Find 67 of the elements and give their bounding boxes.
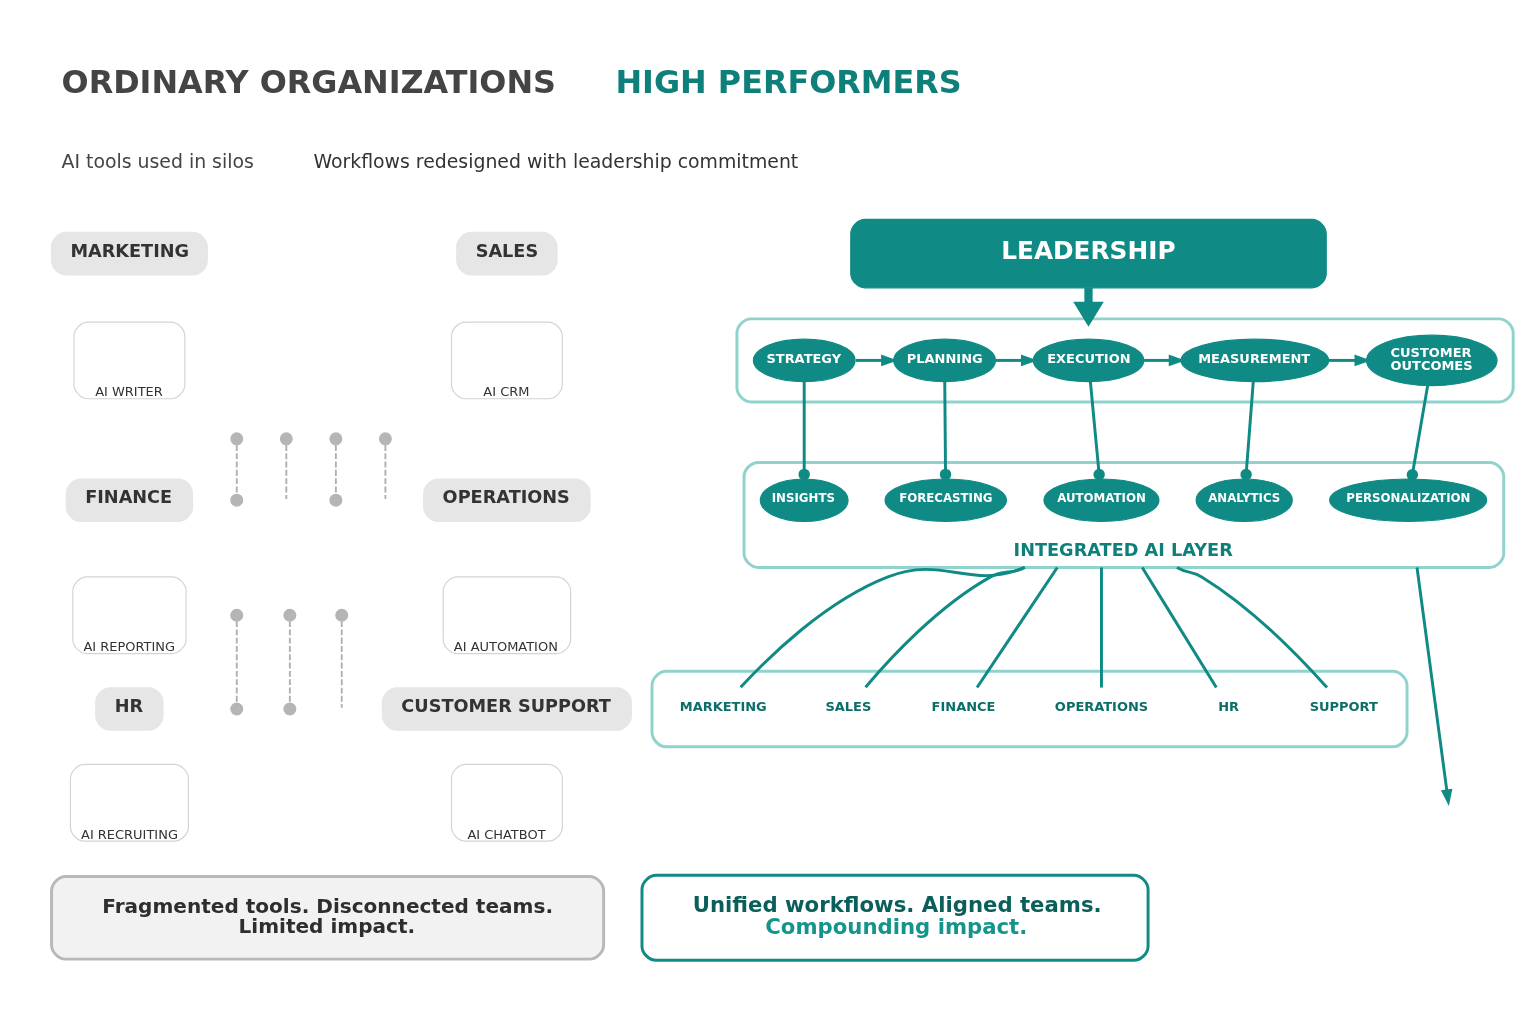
node-circle xyxy=(329,493,343,507)
node-box: HR xyxy=(95,687,164,731)
node-text: SALES xyxy=(825,699,872,715)
connector xyxy=(1406,385,1430,481)
node-circle xyxy=(230,432,244,446)
node-circle xyxy=(230,493,244,507)
cluster xyxy=(650,669,1409,749)
node-box: AI AUTOMATION xyxy=(442,576,572,655)
connector xyxy=(1100,567,1103,688)
node-ellipse: PLANNING xyxy=(893,338,996,383)
node-circle xyxy=(335,608,349,622)
node-box: AI CHATBOT xyxy=(450,763,563,842)
node-ellipse: FORECASTING xyxy=(884,478,1007,523)
connector xyxy=(739,566,1026,689)
connector xyxy=(939,381,952,481)
node-box: AI CRM xyxy=(450,321,563,400)
connector xyxy=(340,620,343,709)
node-text: SUPPORT xyxy=(1309,699,1378,715)
node-ellipse: CUSTOMER OUTCOMES xyxy=(1365,334,1498,387)
node-box: Unified workflows. Aligned teams. Compounding impact. xyxy=(640,873,1150,962)
connector xyxy=(334,444,337,495)
node-circle xyxy=(279,432,293,446)
node-circle xyxy=(230,608,244,622)
label: Workflows redesigned with leadership commitment xyxy=(313,150,799,173)
connector xyxy=(235,444,238,495)
arrow xyxy=(1415,567,1453,806)
node-ellipse: ANALYTICS xyxy=(1195,478,1293,523)
node-box: AI WRITER xyxy=(73,321,186,400)
node-circle xyxy=(329,432,343,446)
node-box: AI RECRUITING xyxy=(69,763,189,842)
connector xyxy=(288,620,291,704)
connector xyxy=(1176,566,1329,689)
node-text: OPERATIONS xyxy=(1054,699,1149,715)
node-ellipse: AUTOMATION xyxy=(1043,478,1160,523)
connector xyxy=(235,620,238,704)
node-ellipse: INSIGHTS xyxy=(759,478,849,523)
label: HIGH PERFORMERS xyxy=(615,62,962,101)
node-circle xyxy=(283,608,297,622)
node-ellipse: EXECUTION xyxy=(1032,338,1145,383)
connector xyxy=(384,444,387,500)
node-circle xyxy=(378,432,392,446)
node-ellipse: STRATEGY xyxy=(752,338,856,383)
node-box: LEADERSHIP xyxy=(850,218,1327,289)
connector xyxy=(285,444,288,500)
connector xyxy=(1240,381,1255,481)
node-text: FINANCE xyxy=(931,699,996,715)
node-box: AI REPORTING xyxy=(72,576,187,655)
node-ellipse: MEASUREMENT xyxy=(1180,338,1330,383)
label: AI tools used in silos xyxy=(61,150,254,173)
node-box: MARKETING xyxy=(50,231,208,276)
node-box: OPERATIONS xyxy=(423,478,591,523)
cluster xyxy=(735,317,1515,404)
connector xyxy=(864,566,1026,689)
node-ellipse: PERSONALIZATION xyxy=(1329,478,1488,523)
connector xyxy=(1141,566,1218,689)
node-box: FINANCE xyxy=(65,478,194,523)
node-box: CUSTOMER SUPPORT xyxy=(381,687,632,731)
connector xyxy=(1088,381,1105,481)
node-box: Fragmented tools. Disconnected teams. Limited impact. xyxy=(50,875,606,961)
label: ORDINARY ORGANIZATIONS xyxy=(61,62,557,101)
node-circle xyxy=(283,702,297,716)
connector xyxy=(975,566,1059,689)
node-circle xyxy=(230,702,244,716)
node-text: MARKETING xyxy=(679,699,767,715)
node-box: SALES xyxy=(456,231,558,276)
node-text: HR xyxy=(1218,699,1240,715)
connector xyxy=(798,381,810,481)
